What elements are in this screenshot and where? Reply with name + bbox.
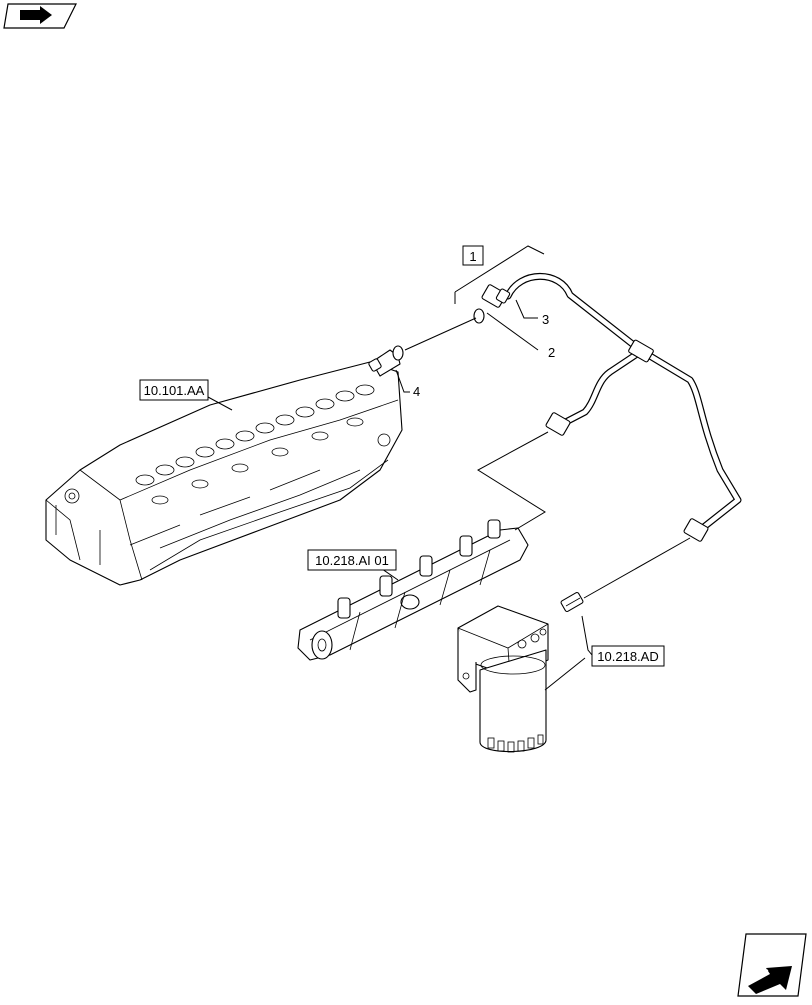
reference-fuel-rail-text: 10.218.AI 01 [315, 553, 389, 568]
fuel-filter-drawing [457, 605, 549, 753]
callout-2: 2 [548, 345, 555, 360]
fuel-pipe-drawing [481, 272, 742, 542]
pipe-middle-connector [545, 412, 571, 436]
next-page-arrow-icon [748, 966, 792, 994]
sensor-fitting-drawing [560, 591, 584, 613]
assembly-bracket [454, 245, 545, 304]
assembly-label-text: 1 [469, 249, 476, 264]
reference-fuel-rail[interactable]: 10.218.AI 01 [307, 549, 397, 571]
pipe-lower-connector [683, 518, 709, 542]
prev-page-button[interactable] [3, 3, 77, 29]
next-page-button[interactable] [737, 933, 807, 997]
reference-fuel-filter-text: 10.218.AD [597, 649, 658, 664]
prev-page-arrow-icon [20, 6, 52, 24]
reference-cylinder-head-text: 10.101.AA [144, 383, 205, 398]
fuel-rail-drawing [297, 519, 529, 661]
cylinder-head-drawing [45, 361, 403, 586]
assembly-label-1: 1 [462, 245, 484, 266]
callout-3: 3 [542, 312, 549, 327]
connection-lines [207, 299, 691, 691]
o-ring-drawing [473, 308, 485, 324]
banjo-fitting-drawing [368, 345, 404, 377]
callout-4: 4 [413, 384, 420, 399]
reference-cylinder-head[interactable]: 10.101.AA [139, 379, 209, 401]
pipe-top-connector [481, 284, 511, 308]
reference-fuel-filter[interactable]: 10.218.AD [591, 645, 665, 667]
